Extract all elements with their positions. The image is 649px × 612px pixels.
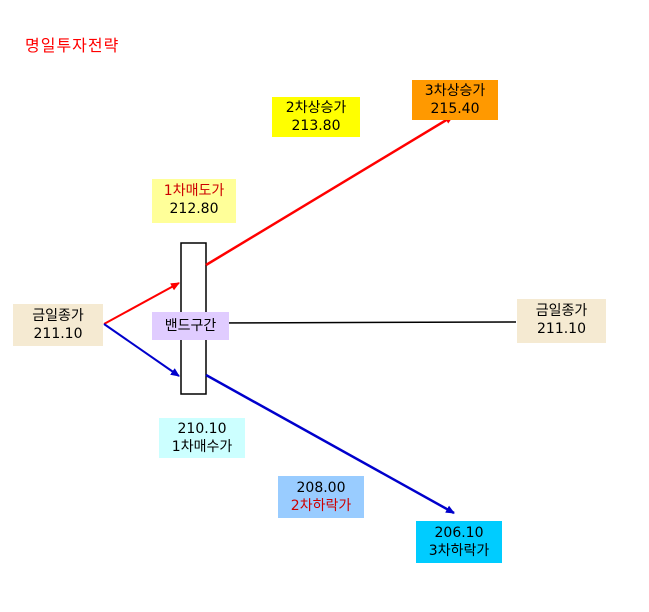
third-up-value: 215.40 [430,101,480,117]
today-close-left-value: 211.10 [33,326,83,342]
page-title: 명일투자전략 [25,36,120,55]
line-middle [205,321,517,324]
first-buy-box: 210.10 1차매수가 [159,418,245,458]
band-box: 밴드구간 [152,312,229,340]
today-close-right-label: 금일종가 [535,303,588,319]
first-buy-label: 1차매수가 [171,439,233,455]
band-label: 밴드구간 [164,318,217,334]
third-down-box: 206.10 3차하락가 [416,521,502,563]
first-sell-box: 1차매도가 212.80 [152,179,236,223]
second-down-label: 2차하락가 [290,498,352,514]
today-close-left-label: 금일종가 [32,308,84,324]
first-buy-value: 210.10 [177,421,227,437]
today-close-left-box: 금일종가 211.10 [13,304,103,346]
third-up-box: 3차상승가 215.40 [412,80,498,120]
line-down [205,373,455,515]
third-down-label: 3차하락가 [428,543,490,559]
arrow-up-to-band [103,282,180,325]
third-up-label: 3차상승가 [424,83,486,99]
arrow-down-to-band [103,323,180,377]
second-up-value: 213.80 [291,118,341,134]
second-down-box: 208.00 2차하락가 [278,476,364,518]
second-up-label: 2차상승가 [285,100,347,116]
second-down-value: 208.00 [296,480,346,496]
today-close-right-value: 211.10 [537,321,586,337]
first-sell-value: 212.80 [169,201,219,217]
first-sell-label: 1차매도가 [163,183,225,199]
second-up-box: 2차상승가 213.80 [272,97,360,137]
today-close-right-box: 금일종가 211.10 [517,299,606,343]
line-up [205,114,454,267]
third-down-value: 206.10 [434,525,484,541]
